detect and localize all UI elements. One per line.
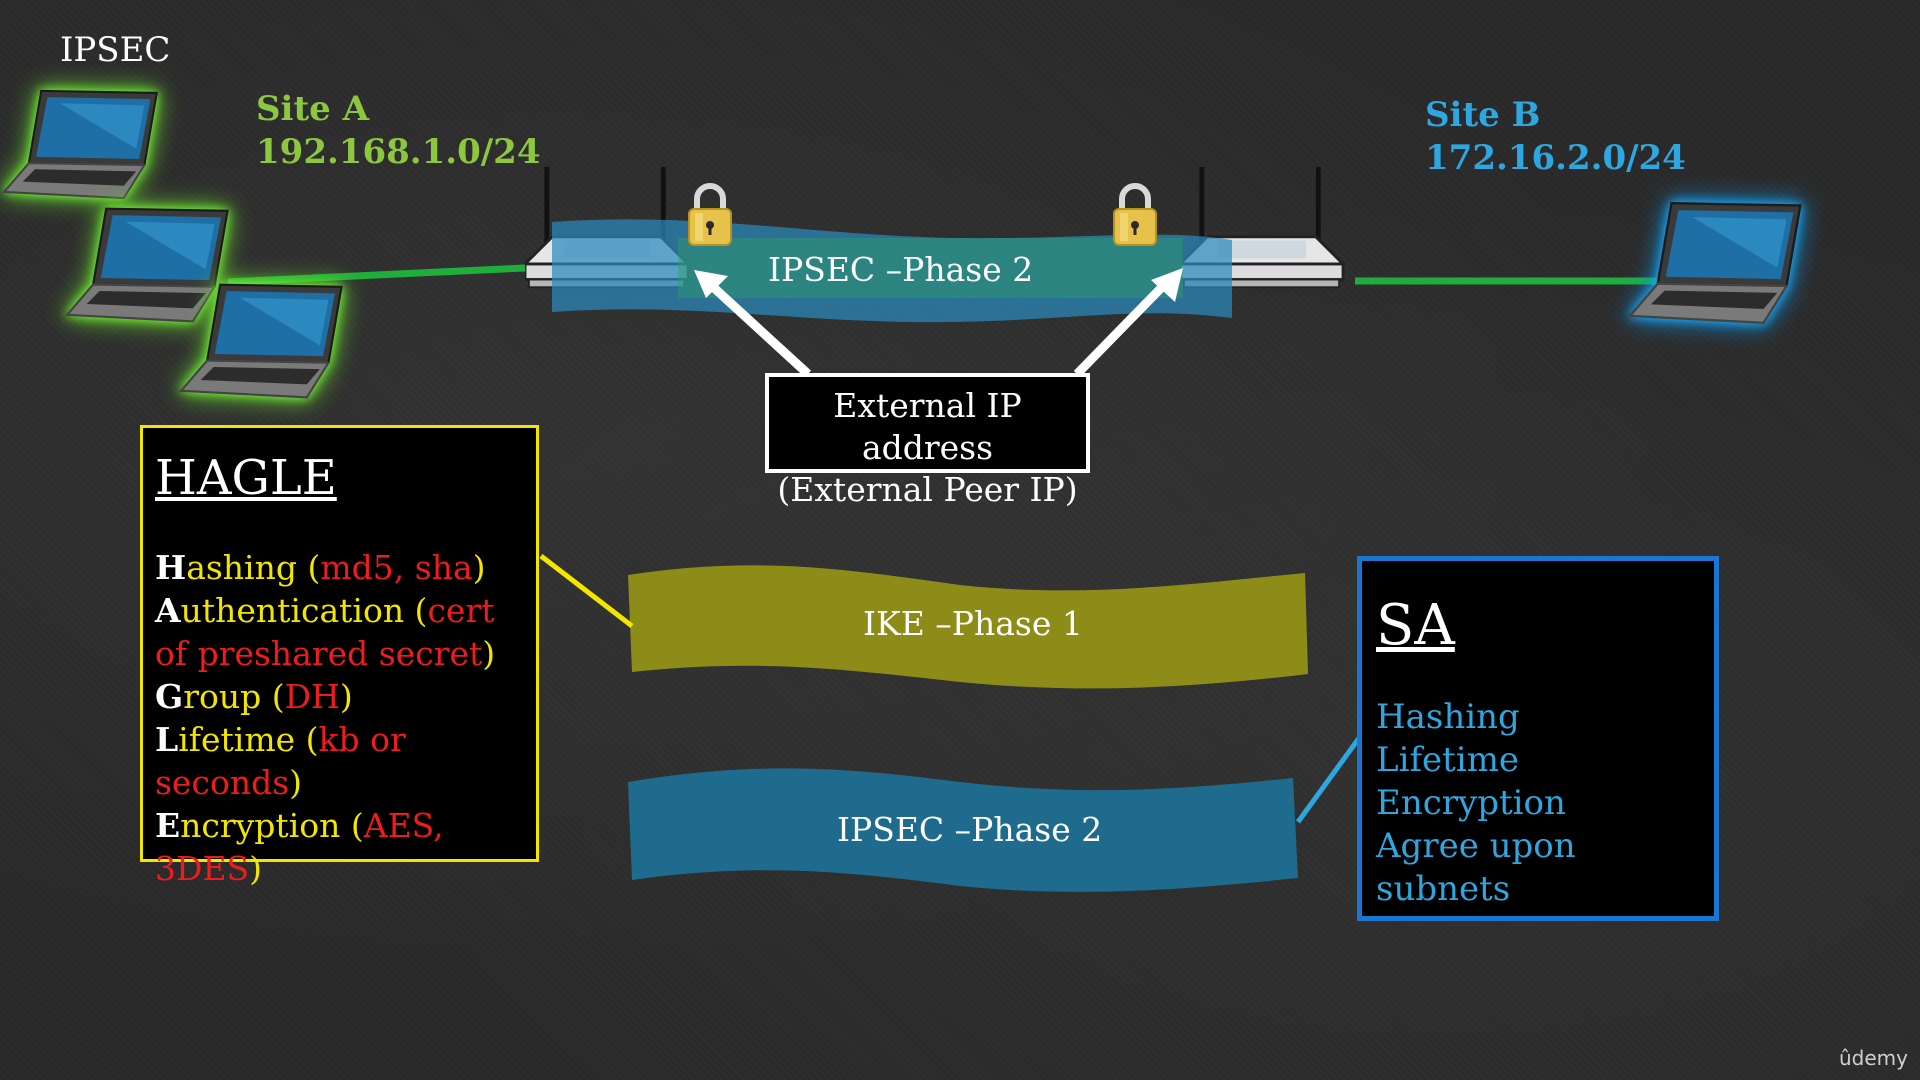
arrow-icon xyxy=(694,270,812,378)
sa-title: SA xyxy=(1376,593,1455,658)
site-a-subnet: 192.168.1.0/24 xyxy=(256,132,541,172)
tunnel-label: IPSEC –Phase 2 xyxy=(768,250,1034,289)
sa-item: Encryption xyxy=(1376,783,1566,823)
callout-line-1: External IP address xyxy=(833,386,1022,467)
hagle-item-lifetime: Lifetime (kb or seconds) xyxy=(155,720,406,802)
hagle-item-group: Group (DH) xyxy=(155,677,353,716)
sa-box: SA Hashing Lifetime Encryption Agree upo… xyxy=(1357,556,1719,921)
sa-item: Lifetime xyxy=(1376,740,1520,780)
page-title: IPSEC xyxy=(60,30,171,70)
site-a-label: Site A 192.168.1.0/24 xyxy=(256,88,541,174)
callout-line-2: (External Peer IP) xyxy=(777,470,1078,509)
tunnel-highlight xyxy=(678,238,1183,298)
sa-item: Hashing xyxy=(1376,697,1520,737)
padlock-icon xyxy=(689,186,731,245)
hagle-connector xyxy=(539,554,634,628)
ipsec-phase2-band xyxy=(628,768,1298,892)
phase2-label: IPSEC –Phase 2 xyxy=(837,810,1103,849)
site-a-link xyxy=(227,264,526,286)
hagle-title: HAGLE xyxy=(155,450,337,506)
hagle-item-authentication: Authentication (cert of preshared secret… xyxy=(155,591,496,673)
site-b-name: Site B xyxy=(1425,95,1541,135)
hagle-box: HAGLE Hashing (md5, sha) Authentication … xyxy=(140,425,539,888)
hagle-item-encryption: Encryption (AES, 3DES) xyxy=(155,806,444,888)
udemy-watermark: ûdemy xyxy=(1839,1046,1908,1070)
hagle-item-hashing: Hashing (md5, sha) xyxy=(155,548,486,587)
phase1-label: IKE –Phase 1 xyxy=(863,604,1083,643)
ike-phase1-band xyxy=(628,565,1308,689)
site-b-subnet: 172.16.2.0/24 xyxy=(1425,138,1686,178)
laptop-icon xyxy=(0,82,165,207)
laptop-icon xyxy=(1625,194,1810,332)
sa-item: Agree upon subnets xyxy=(1376,826,1576,909)
site-a-name: Site A xyxy=(256,89,370,129)
laptop-icon xyxy=(176,276,351,406)
sa-connector xyxy=(1295,732,1365,824)
arrow-icon xyxy=(1073,268,1183,378)
external-ip-callout: External IP address (External Peer IP) xyxy=(765,373,1090,509)
site-b-label: Site B 172.16.2.0/24 xyxy=(1425,94,1686,180)
padlock-icon xyxy=(1114,186,1156,245)
